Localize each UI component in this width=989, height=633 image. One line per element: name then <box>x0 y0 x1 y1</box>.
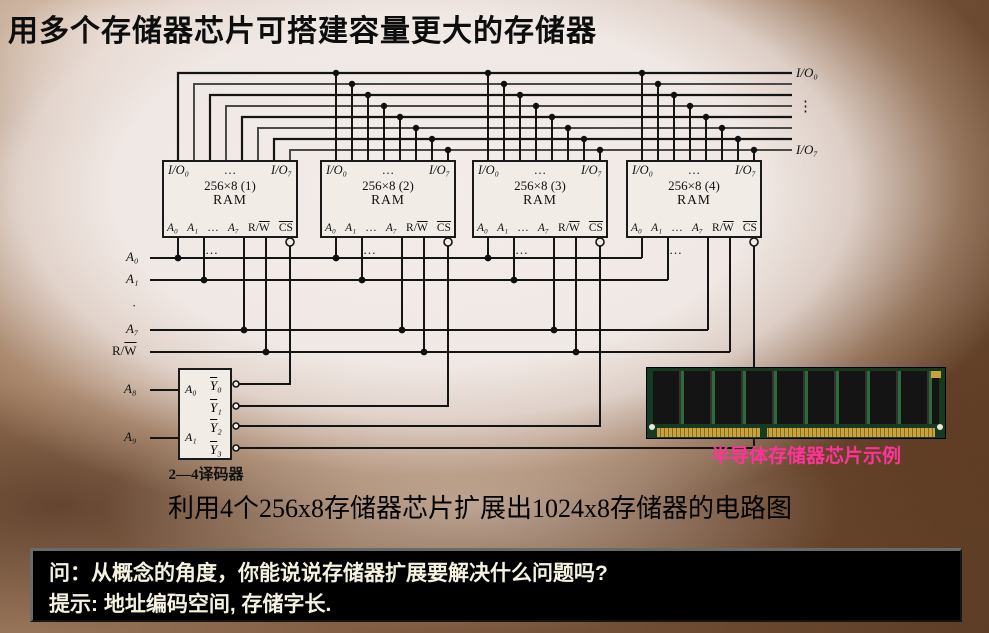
chip4-size: 256×8 <box>668 177 702 193</box>
bus-label-io0: I/O₀ <box>796 65 818 80</box>
chip3-pin-cs: CS <box>588 221 603 234</box>
photo-caption: 半导体存储器芯片示例 <box>710 446 901 467</box>
ram-chip-1: I/O₀ … I/O₇ 256×8 (1) RAM A₀ A₁ … A₇ R/W CS <box>162 160 298 238</box>
chip2-size: 256×8 <box>362 177 396 193</box>
chip1-pin-cs: CS <box>278 221 293 234</box>
addr-label-a0: A₀ <box>126 249 139 264</box>
chip4-io-dots: … <box>687 163 701 177</box>
chip4-pin-dots: … <box>671 221 683 234</box>
chip1-pin-a1: A₁ <box>187 221 199 234</box>
addr-label-a7: A₇ <box>126 321 139 336</box>
chip2-pin-a0: A₀ <box>325 221 337 234</box>
addr-label-a1: A₁ <box>126 271 139 286</box>
bus-vertical-dots: ⋮ <box>798 99 813 115</box>
chip2-pin-cs: CS <box>436 221 451 234</box>
chip3-io0-label: I/O₀ <box>478 163 500 177</box>
chip2-io0-label: I/O₀ <box>326 163 348 177</box>
chip1-io0-label: I/O₀ <box>168 163 190 177</box>
chip3-under-dots: … <box>515 242 528 257</box>
decoder-in-a1: A₁ <box>185 430 197 444</box>
chip1-name: RAM <box>213 191 247 207</box>
decoder-out-y1: Y₁ <box>210 400 222 415</box>
chip1-size: 256×8 <box>204 177 238 193</box>
chip4-pin-cs: CS <box>742 221 757 234</box>
chip2-pin-a7: A₇ <box>385 221 397 234</box>
chip4-number: (4) <box>704 177 720 193</box>
bus-label-io7: I/O₇ <box>796 142 818 157</box>
addr-label-rw: R/W <box>112 343 137 358</box>
ram-chip-3: I/O₀ … I/O₇ 256×8 (3) RAM A₀ A₁ … A₇ R/W CS <box>472 160 608 238</box>
chip3-io7-label: I/O₇ <box>580 163 602 177</box>
ram-module-hole-left <box>649 424 655 430</box>
addr-vertical-dot: · <box>132 298 137 313</box>
chip3-pin-a0: A₀ <box>477 221 489 234</box>
chip3-pin-rw: R/W <box>558 221 580 234</box>
decoder-out-y2: Y₂ <box>210 420 222 435</box>
chip1-io7-label: I/O₇ <box>270 163 292 177</box>
decoder-out-y0: Y₀ <box>210 378 222 393</box>
chip2-under-dots: … <box>363 242 376 257</box>
chip1-number: (1) <box>240 177 256 193</box>
circuit-caption: 利用4个256x8存储器芯片扩展出1024x8存储器的电路图 <box>167 494 792 523</box>
chip4-pin-rw: R/W <box>712 221 734 234</box>
decoder-input-a8: A₈ <box>124 381 137 396</box>
chip4-io7-label: I/O₇ <box>734 163 756 177</box>
chip4-io0-label: I/O₀ <box>632 163 654 177</box>
chip2-io-dots: … <box>381 163 395 177</box>
ram-module-chips <box>653 371 939 424</box>
chip1-io-dots: … <box>223 163 237 177</box>
chip1-pin-dots: … <box>207 221 219 234</box>
chip4-pin-a7: A₇ <box>691 221 703 234</box>
chip3-io-dots: … <box>533 163 547 177</box>
ram-module-component <box>931 371 941 378</box>
chip2-number: (2) <box>398 177 414 193</box>
chip3-size: 256×8 <box>514 177 548 193</box>
decoder-out-y3: Y₃ <box>210 442 222 457</box>
chip3-number: (3) <box>550 177 566 193</box>
decoder-in-a0: A₀ <box>185 382 197 396</box>
chip1-pin-rw: R/W <box>248 221 270 234</box>
chip3-pin-a1: A₁ <box>497 221 509 234</box>
question-line-1: 问：从概念的角度，你能说说存储器扩展要解决什么问题吗? <box>49 562 608 585</box>
chip2-pin-rw: R/W <box>406 221 428 234</box>
chip1-pin-a0: A₀ <box>167 221 179 234</box>
chip3-name: RAM <box>523 191 557 207</box>
ram-module-notch <box>760 428 768 437</box>
ram-chip-2: I/O₀ … I/O₇ 256×8 (2) RAM A₀ A₁ … A₇ R/W CS <box>320 160 456 238</box>
question-box: 问：从概念的角度，你能说说存储器扩展要解决什么问题吗? 提示: 地址编码空间, … <box>30 548 962 622</box>
decoder-input-a9: A₉ <box>124 429 137 444</box>
chip1-under-dots: … <box>205 242 218 257</box>
ram-module-photo <box>646 367 946 439</box>
chip1-pin-a7: A₇ <box>227 221 239 234</box>
ram-module-gold-contacts <box>657 428 935 437</box>
chip4-name: RAM <box>677 191 711 207</box>
ram-module-hole-right <box>937 424 943 430</box>
chip2-pin-a1: A₁ <box>345 221 357 234</box>
chip4-pin-a1: A₁ <box>651 221 663 234</box>
decoder-box: A₀ A₁ Y₀ Y₁ Y₂ Y₃ <box>178 368 232 460</box>
decoder-label: 2—4译码器 <box>168 467 244 483</box>
chip2-name: RAM <box>371 191 405 207</box>
chip4-pin-a0: A₀ <box>631 221 643 234</box>
question-line-2: 提示: 地址编码空间, 存储字长. <box>49 593 332 616</box>
chip2-io7-label: I/O₇ <box>428 163 450 177</box>
ram-chip-4: I/O₀ … I/O₇ 256×8 (4) RAM A₀ A₁ … A₇ R/W CS <box>626 160 762 238</box>
chip3-pin-dots: … <box>517 221 529 234</box>
page-title: 用多个存储器芯片可搭建容量更大的存储器 <box>8 15 597 48</box>
chip4-under-dots: … <box>669 242 682 257</box>
chip3-pin-a7: A₇ <box>537 221 549 234</box>
chip2-pin-dots: … <box>365 221 377 234</box>
